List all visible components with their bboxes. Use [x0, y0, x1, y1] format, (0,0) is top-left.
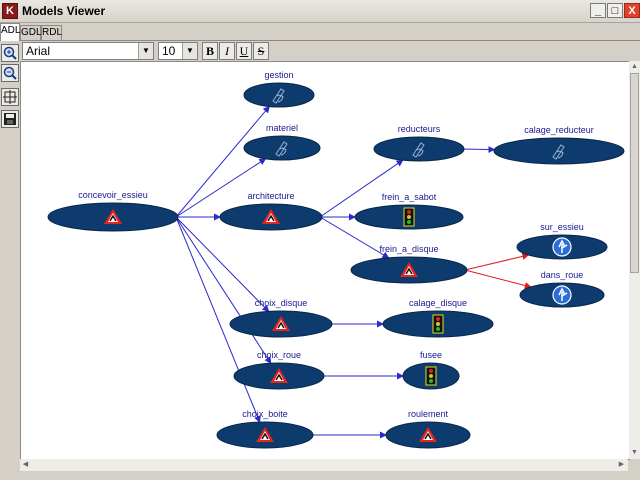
fit-view-icon [3, 90, 17, 104]
diagram-canvas[interactable]: concevoir_essieu gestion materiel architect… [20, 61, 630, 460]
edge-frein_a_disque-sur_essieu [464, 252, 530, 271]
minimize-button[interactable]: _ [590, 3, 606, 18]
node-gestion[interactable]: gestion [243, 70, 315, 108]
node-label: calage_disque [409, 298, 467, 308]
node-label: reducteurs [398, 124, 441, 134]
edge-concevoir_essieu-choix_boite [175, 216, 261, 424]
roadwork-sign-icon [104, 209, 122, 224]
node-sur_essieu[interactable]: sur_essieu [516, 222, 608, 260]
node-calage_reducteur[interactable]: calage_reducteur [493, 125, 625, 165]
font-size-value: 10 [162, 44, 176, 58]
bold-button[interactable]: B [202, 42, 218, 60]
node-frein_a_sabot[interactable]: frein_a_sabot [354, 192, 464, 230]
node-label: sur_essieu [540, 222, 584, 232]
edge-concevoir_essieu-gestion [175, 105, 270, 218]
node-materiel[interactable]: materiel [243, 123, 321, 161]
node-label: fusee [420, 350, 442, 360]
node-label: roulement [408, 409, 449, 419]
roadwork-sign-icon [270, 368, 288, 383]
title-bar: K Models Viewer _ □ X [0, 0, 640, 23]
scroll-left-icon[interactable]: ◀ [22, 461, 29, 468]
vertical-scroll-thumb[interactable] [630, 73, 639, 273]
fit-view-button[interactable] [1, 88, 19, 106]
tab-rdl[interactable]: RDL [41, 25, 63, 40]
node-fusee[interactable]: fusee [402, 350, 460, 390]
direction-arrow-icon [552, 237, 572, 257]
edge-concevoir_essieu-choix_roue [175, 216, 272, 365]
close-button[interactable]: X [624, 3, 640, 18]
node-label: dans_roue [541, 270, 584, 280]
edge-frein_a_disque-dans_roue [464, 269, 532, 289]
zoom-out-icon [3, 66, 17, 80]
node-label: choix_boite [242, 409, 288, 419]
hand-pen-icon [272, 88, 285, 104]
font-size-select[interactable]: 10 ▼ [158, 42, 198, 60]
node-label: calage_reducteur [524, 125, 594, 135]
roadwork-sign-icon [272, 316, 290, 331]
edge-concevoir_essieu-materiel [175, 158, 267, 218]
underline-button[interactable]: U [236, 42, 252, 60]
chevron-down-icon: ▼ [182, 43, 197, 59]
node-roulement[interactable]: roulement [385, 409, 471, 449]
node-label: architecture [247, 191, 294, 201]
tab-adl[interactable]: ADL [0, 23, 20, 41]
hand-pen-icon [412, 142, 425, 158]
roadwork-sign-icon [256, 427, 274, 442]
left-toolbar [0, 42, 20, 480]
status-bar [0, 471, 640, 480]
node-architecture[interactable]: architecture [219, 191, 323, 231]
strikethrough-button[interactable]: S [253, 42, 269, 60]
roadwork-sign-icon [262, 209, 280, 224]
maximize-button[interactable]: □ [607, 3, 623, 18]
font-select[interactable]: Arial ▼ [22, 42, 154, 60]
node-choix_boite[interactable]: choix_boite [216, 409, 314, 449]
save-button[interactable] [1, 110, 19, 128]
horizontal-scrollbar[interactable]: ◀ ▶ [20, 459, 628, 471]
node-label: concevoir_essieu [78, 190, 148, 200]
italic-button[interactable]: I [219, 42, 235, 60]
chevron-down-icon: ▼ [138, 43, 153, 59]
node-label: choix_roue [257, 350, 301, 360]
node-frein_a_disque[interactable]: frein_a_disque [350, 244, 468, 284]
vertical-scrollbar[interactable]: ▲ ▼ [629, 61, 640, 459]
edge-architecture-frein_a_disque [319, 216, 390, 259]
node-dans_roue[interactable]: dans_roue [519, 270, 605, 308]
node-choix_roue[interactable]: choix_roue [233, 350, 325, 390]
hand-pen-icon [552, 144, 565, 160]
node-choix_disque[interactable]: choix_disque [229, 298, 333, 338]
traffic-light-icon [432, 314, 444, 334]
tab-gdl[interactable]: GDL [20, 25, 42, 40]
window-title: Models Viewer [22, 4, 106, 18]
node-label: choix_disque [255, 298, 308, 308]
node-label: gestion [264, 70, 293, 80]
edge-concevoir_essieu-choix_disque [175, 216, 270, 313]
node-label: frein_a_sabot [382, 192, 437, 202]
tab-bar: ADL GDL RDL [0, 23, 640, 41]
model-diagram: concevoir_essieu gestion materiel architect… [47, 70, 625, 449]
direction-arrow-icon [552, 285, 572, 305]
edge-reducteurs-calage_reducteur [461, 146, 496, 154]
scroll-up-icon[interactable]: ▲ [631, 63, 638, 70]
node-calage_disque[interactable]: calage_disque [382, 298, 494, 338]
traffic-light-icon [425, 366, 437, 386]
scroll-down-icon[interactable]: ▼ [631, 449, 638, 456]
node-label: materiel [266, 123, 298, 133]
roadwork-sign-icon [400, 262, 418, 277]
roadwork-sign-icon [419, 427, 437, 442]
save-icon [4, 113, 16, 125]
node-concevoir_essieu[interactable]: concevoir_essieu [47, 190, 179, 232]
zoom-in-button[interactable] [1, 44, 19, 62]
node-reducteurs[interactable]: reducteurs [373, 124, 465, 162]
node-label: frein_a_disque [379, 244, 438, 254]
hand-pen-icon [275, 141, 288, 157]
app-icon: K [2, 3, 18, 19]
scroll-right-icon[interactable]: ▶ [618, 461, 625, 468]
edge-architecture-reducteurs [319, 159, 404, 218]
zoom-in-icon [3, 46, 17, 60]
traffic-light-icon [403, 207, 415, 227]
font-select-value: Arial [26, 44, 51, 58]
zoom-out-button[interactable] [1, 64, 19, 82]
